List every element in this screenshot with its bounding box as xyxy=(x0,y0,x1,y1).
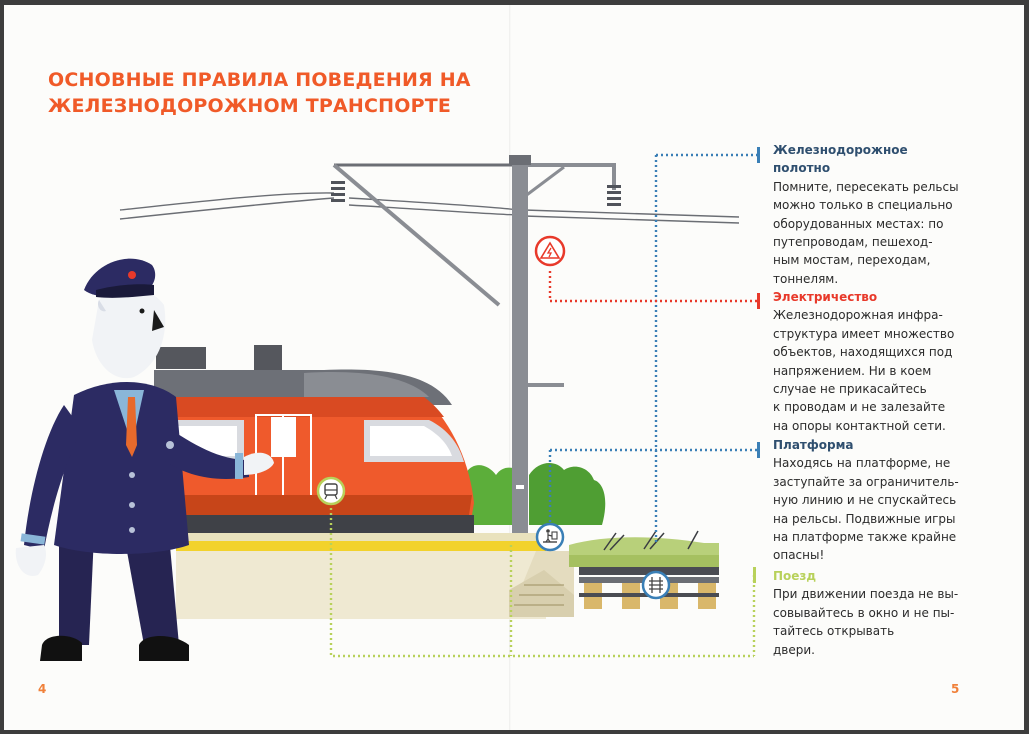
callout-heading-line: Железнодорожное xyxy=(773,143,908,157)
rail-track-icon xyxy=(641,570,671,600)
callout-train-heading: Поезд xyxy=(773,567,983,585)
callout-body-line: Находясь на платформе, не xyxy=(773,456,951,471)
callout-body-line: Железнодорожная инфра- xyxy=(773,308,943,323)
callout-body-line: совывайтесь в окно и не пы- xyxy=(773,605,955,620)
callout-platform-heading: Платформа xyxy=(773,436,983,454)
page-number-right: 5 xyxy=(951,682,960,696)
callout-heading-line: Поезд xyxy=(773,569,817,583)
callout-body-line: тоннелям. xyxy=(773,271,839,286)
platform-icon xyxy=(535,522,565,552)
rail-track xyxy=(569,530,719,609)
page-number-left: 4 xyxy=(38,682,47,696)
callout-train: Поезд При движении поезда не вы- совывай… xyxy=(773,567,983,659)
callout-body-line: ным мостам, переходам, xyxy=(773,253,931,268)
callout-body-line: Помните, пересекать рельсы xyxy=(773,179,959,194)
callout-body-line: путепроводам, пешеход- xyxy=(773,235,933,250)
callout-body-line: случае не прикасайтесь xyxy=(773,382,927,397)
train xyxy=(154,345,474,535)
callout-platform: Платформа Находясь на платформе, не заст… xyxy=(773,436,983,565)
callout-railway-track: Железнодорожное полотно Помните, пересек… xyxy=(773,141,983,288)
callout-body-line: на платформе также крайне xyxy=(773,530,957,545)
callout-body-line: При движении поезда не вы- xyxy=(773,587,959,602)
callout-heading-line: Платформа xyxy=(773,438,854,452)
callout-body-line: объектов, находящихся под xyxy=(773,345,953,360)
polar-bear-conductor xyxy=(15,258,274,661)
electric-hazard-icon xyxy=(534,235,566,267)
page-title-line-2: ЖЕЛЕЗНОДОРОЖНОМ ТРАНСПОРТЕ xyxy=(48,95,452,117)
brochure-page: ОСНОВНЫЕ ПРАВИЛА ПОВЕДЕНИЯ НА ЖЕЛЕЗНОДОР… xyxy=(4,5,1024,730)
callout-body-line: на рельсы. Подвижные игры xyxy=(773,511,956,526)
insulator xyxy=(331,181,621,206)
railway-illustration xyxy=(15,147,760,661)
callout-connectors xyxy=(329,153,759,658)
callout-body-line: к проводам и не залезайте xyxy=(773,400,946,415)
callout-body-line: структура имеет множество xyxy=(773,326,955,341)
callout-electricity-heading: Электричество xyxy=(773,288,983,306)
callout-body-line: тайтесь открывать xyxy=(773,624,895,639)
callout-electricity-body: Железнодорожная инфра- структура имеет м… xyxy=(773,306,983,435)
callout-body-line: заступайте за ограничитель- xyxy=(773,474,959,489)
callout-ticks xyxy=(753,147,760,583)
callout-body-line: напряжением. Ни в коем xyxy=(773,363,932,378)
callout-body-line: на опоры контактной сети. xyxy=(773,418,946,433)
callout-heading-line: полотно xyxy=(773,161,831,176)
page-title: ОСНОВНЫЕ ПРАВИЛА ПОВЕДЕНИЯ НА ЖЕЛЕЗНОДОР… xyxy=(48,67,471,119)
callout-electricity: Электричество Железнодорожная инфра- стр… xyxy=(773,288,983,435)
platform xyxy=(176,533,574,619)
bushes xyxy=(466,463,606,525)
page-spine xyxy=(509,5,511,730)
catenary-pole xyxy=(509,155,564,540)
callout-heading-line: Электричество xyxy=(773,290,878,304)
callout-railway-track-heading: Железнодорожное полотно xyxy=(773,141,983,178)
callout-body-line: оборудованных местах: по xyxy=(773,216,944,231)
callout-body-line: ную линию и не спускайтесь xyxy=(773,493,957,508)
callout-body-line: опасны! xyxy=(773,548,825,563)
callout-train-body: При движении поезда не вы- совывайтесь в… xyxy=(773,585,983,659)
page-title-line-1: ОСНОВНЫЕ ПРАВИЛА ПОВЕДЕНИЯ НА xyxy=(48,69,471,91)
overhead-wires xyxy=(119,163,740,307)
callout-railway-track-body: Помните, пересекать рельсы можно только … xyxy=(773,178,983,288)
callout-body-line: можно только в специально xyxy=(773,198,953,213)
train-icon xyxy=(316,476,346,506)
callout-body-line: двери. xyxy=(773,642,815,657)
callout-platform-body: Находясь на платформе, не заступайте за … xyxy=(773,454,983,564)
